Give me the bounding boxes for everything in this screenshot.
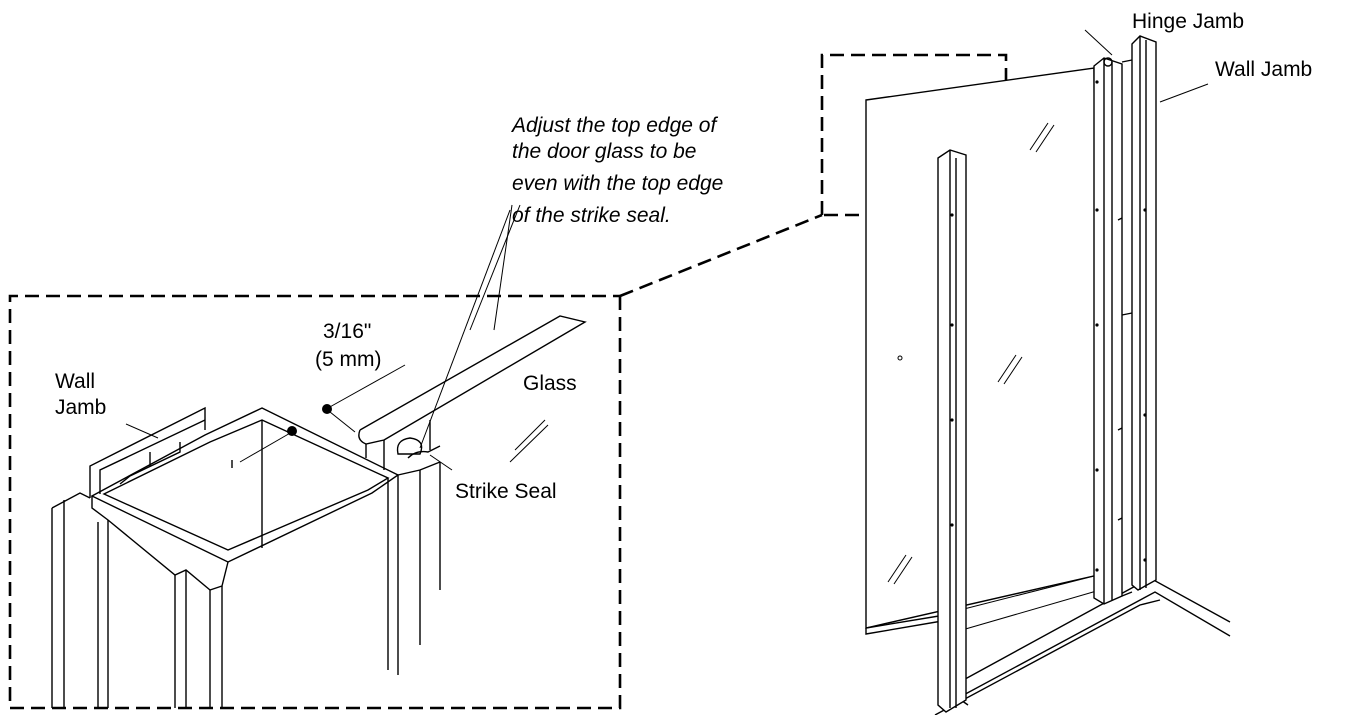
wall-jamb-label-right: Wall Jamb — [1215, 58, 1312, 81]
instruction-line-1: Adjust the top edge of — [510, 114, 718, 137]
detail-callout-box — [8, 53, 1008, 710]
dimension-point-icon — [322, 404, 332, 414]
door-assembly — [865, 29, 1231, 715]
wall-jamb-label-left-line1: Wall — [55, 370, 95, 393]
strike-seal-label: Strike Seal — [455, 480, 557, 503]
dimension-label-line2: (5 mm) — [315, 348, 382, 371]
instruction-note: Adjust the top edge of the door glass to… — [510, 114, 723, 227]
instruction-line-3: even with the top edge — [512, 172, 723, 195]
glass-label: Glass — [523, 372, 577, 395]
wall-jamb-label-left-line2: Jamb — [55, 396, 106, 419]
instruction-line-4: of the strike seal. — [512, 204, 671, 227]
hinge-jamb-label: Hinge Jamb — [1132, 10, 1244, 33]
detail-wall-jamb-profile — [51, 406, 441, 708]
detail-leaders — [125, 204, 521, 471]
dimension-label-line1: 3/16" — [323, 320, 371, 343]
detail-glass-and-strike-seal — [358, 315, 587, 470]
instruction-line-2: the door glass to be — [512, 140, 696, 163]
